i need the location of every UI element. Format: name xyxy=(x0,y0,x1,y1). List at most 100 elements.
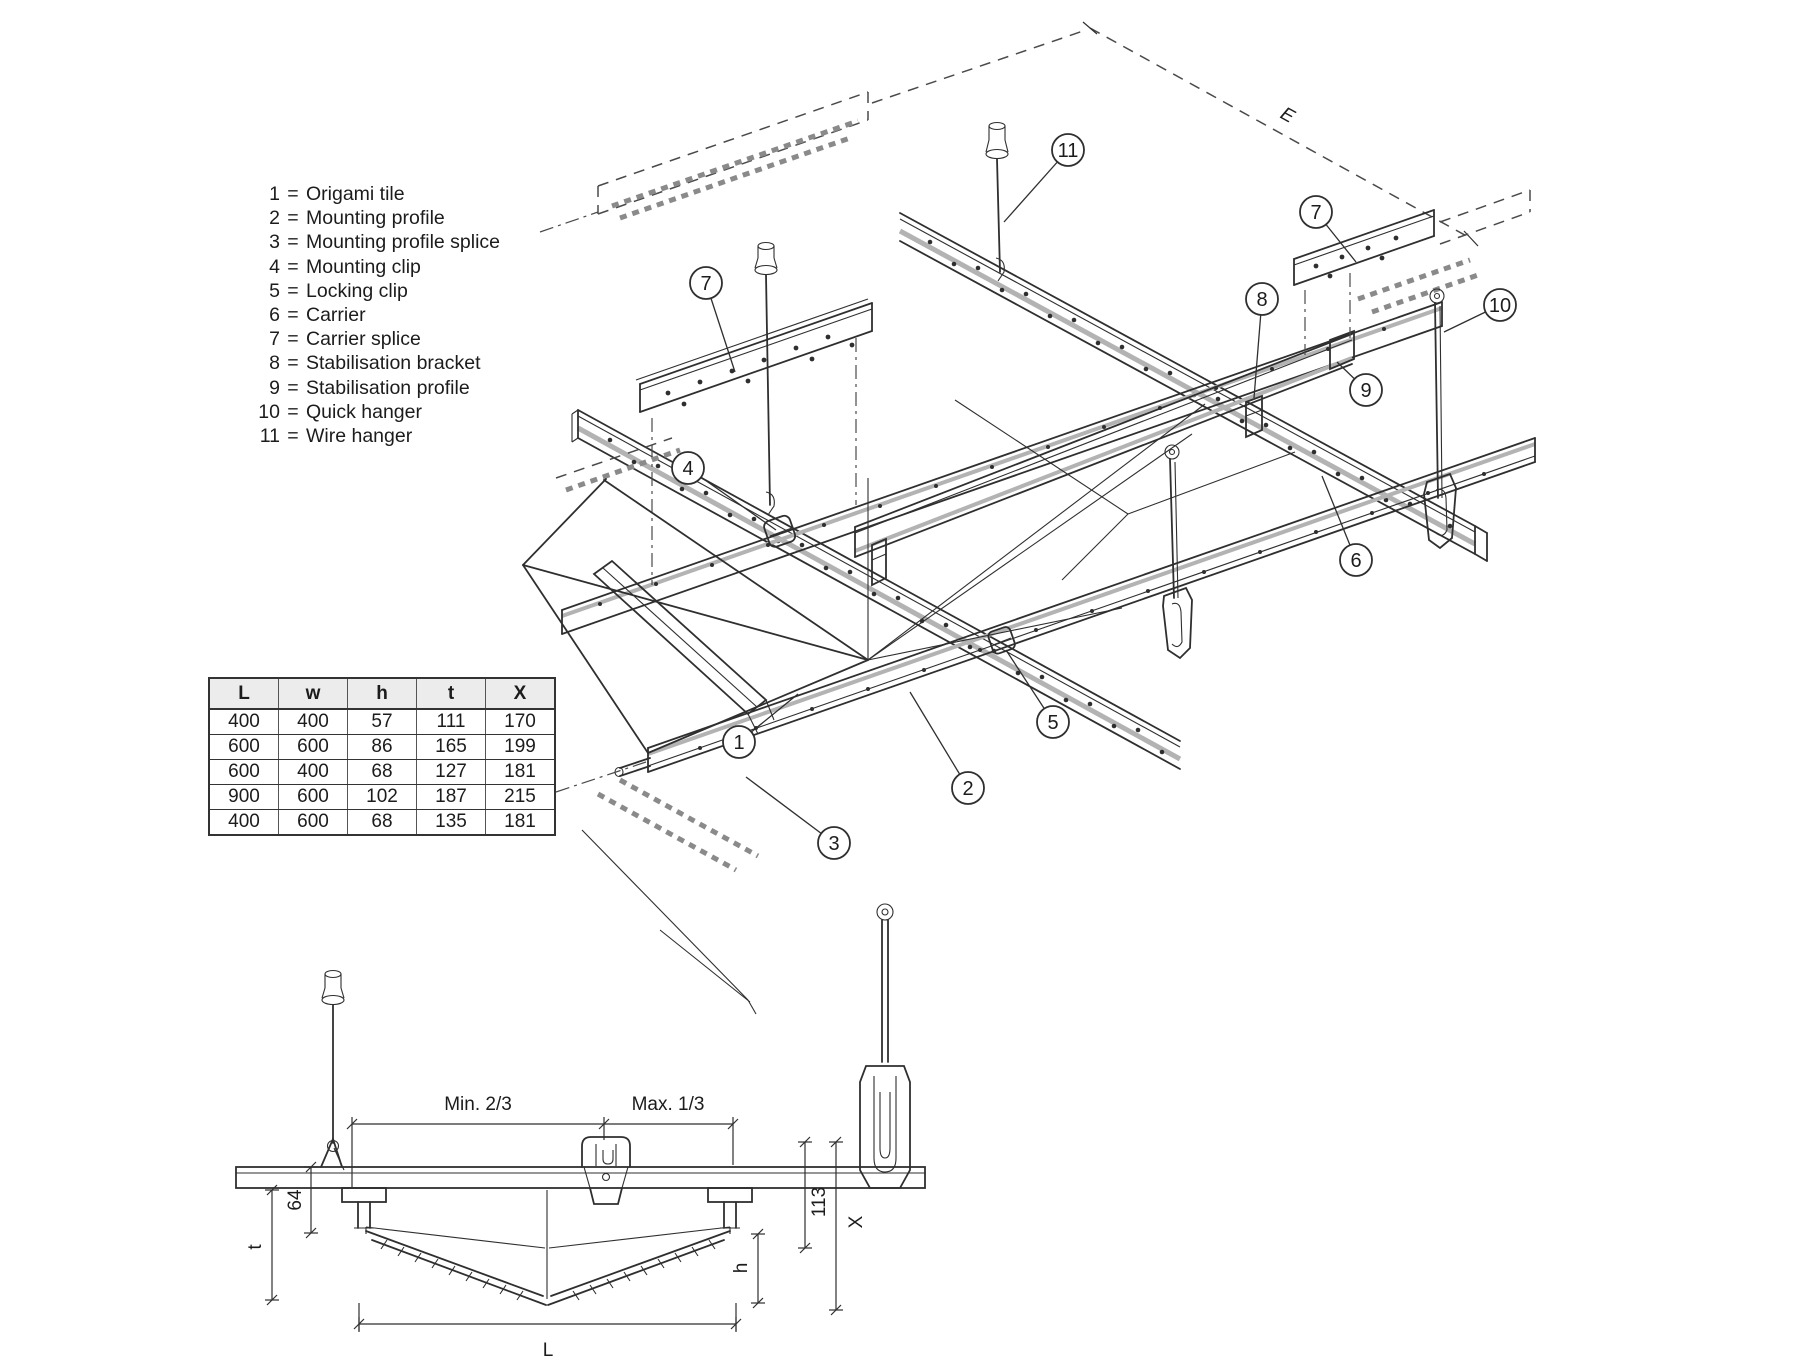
stabilisation-profile xyxy=(854,329,1355,558)
legend-item-number: 6 xyxy=(269,304,280,327)
callout-circle xyxy=(817,826,851,860)
mounting-profile-front-holes xyxy=(698,472,1486,750)
legend-item-number: 2 xyxy=(269,207,280,230)
callout-circle xyxy=(1299,195,1333,229)
callout-number: 6 xyxy=(1350,550,1361,572)
dim-t-label: t xyxy=(245,1244,266,1250)
legend-equals: = xyxy=(287,304,299,327)
dim-max-label: Max. 1/3 xyxy=(632,1094,705,1115)
spec-table-cell: 400 xyxy=(208,809,279,836)
section-tile-brackets xyxy=(341,1187,753,1229)
carrier-front-holes xyxy=(607,437,1165,755)
callout-number: 5 xyxy=(1047,712,1058,734)
section-quick-hanger xyxy=(859,903,911,1189)
spec-table-header-X: X xyxy=(485,677,556,710)
legend-equals: = xyxy=(287,207,299,230)
callout-7: 7 xyxy=(1299,195,1357,263)
mounting-clip xyxy=(763,514,797,548)
spec-table-cell: 127 xyxy=(416,759,486,785)
mounting-profile-front xyxy=(614,437,1536,778)
stabilisation-bracket xyxy=(871,394,1263,587)
spec-table-cell: 215 xyxy=(485,784,556,810)
legend-item-7: 7=Carrier splice xyxy=(252,327,500,351)
spacing-reference-lines: E xyxy=(871,21,1479,247)
legend-item-number: 5 xyxy=(269,279,280,302)
dim-l-label: L xyxy=(543,1340,554,1361)
spec-table-header-L: L xyxy=(208,677,279,710)
spec-table-cell: 165 xyxy=(416,734,486,760)
callout-circle xyxy=(1349,373,1383,407)
carrier-splice-right xyxy=(1293,189,1531,355)
callout-circle xyxy=(671,451,705,485)
dim-113-label: 113 xyxy=(809,1187,830,1217)
legend-equals: = xyxy=(287,352,299,375)
legend-item-label: Origami tile xyxy=(306,183,405,205)
legend-item-number: 10 xyxy=(258,400,280,423)
spec-table-cell: 181 xyxy=(485,809,556,836)
callout-leader xyxy=(687,467,777,531)
spec-table-cell: 600 xyxy=(278,784,348,810)
legend-item-number: 1 xyxy=(269,183,280,205)
spec-table-cell: 68 xyxy=(347,809,417,836)
spec-table-cell: 400 xyxy=(208,708,279,735)
legend-equals: = xyxy=(287,279,299,302)
callout-2: 2 xyxy=(909,691,985,805)
legend-item-number: 9 xyxy=(269,376,280,399)
callout-circle xyxy=(1036,705,1070,739)
legend-item-4: 4=Mounting clip xyxy=(252,255,500,279)
quick-hanger-right xyxy=(1423,288,1457,550)
callout-circle xyxy=(722,725,756,759)
section-wire-hanger xyxy=(320,969,345,1171)
spec-table-cell: 86 xyxy=(347,734,417,760)
legend-equals: = xyxy=(287,425,299,448)
legend-item-label: Carrier splice xyxy=(306,328,421,351)
callout-11: 11 xyxy=(1003,133,1085,223)
callout-3: 3 xyxy=(745,776,851,860)
callout-number: 2 xyxy=(962,778,973,800)
callout-5: 5 xyxy=(1005,649,1070,739)
legend-item-8: 8 = Stabilisation bracket xyxy=(252,351,500,375)
dim-min-label: Min. 2/3 xyxy=(444,1094,512,1115)
legend-equals: = xyxy=(287,328,299,351)
spec-table-cell: 57 xyxy=(347,708,417,735)
spec-table-cell: 600 xyxy=(278,734,348,760)
callout-circle xyxy=(1245,282,1279,316)
spec-table-header-h: h xyxy=(347,677,417,710)
callout-number: 9 xyxy=(1360,380,1371,402)
dim-64-label: 64 xyxy=(285,1189,306,1211)
legend-equals: = xyxy=(287,231,299,254)
callout-number: 11 xyxy=(1058,140,1079,162)
section-tile xyxy=(365,1190,731,1306)
spec-table-cell: 600 xyxy=(278,809,348,836)
callout-leader xyxy=(909,691,969,789)
spec-table-cell: 68 xyxy=(347,759,417,785)
spacing-label-e: E xyxy=(1277,103,1299,128)
carrier-front xyxy=(571,409,1182,770)
legend-item-number: 8 xyxy=(269,352,280,375)
section-dimensions: Min. 2/3 Max. 1/3 64 t xyxy=(245,1094,867,1361)
legend-item-10: 10=Quick hanger xyxy=(252,400,500,424)
carrier-splice-left xyxy=(555,298,873,585)
callout-number: 8 xyxy=(1256,289,1267,311)
legend-item-number: 11 xyxy=(259,425,280,448)
legend-item-5: 5=Locking clip xyxy=(252,279,500,303)
legend-item-number: 3 xyxy=(269,231,280,254)
wire-hanger-left xyxy=(754,241,778,516)
legend-item-1: 1=Origami tile xyxy=(252,182,500,206)
callout-9: 9 xyxy=(1336,361,1383,407)
callout-6: 6 xyxy=(1321,475,1373,577)
legend-item-label: Stabilisation bracket xyxy=(306,352,481,375)
spec-table-cell: 400 xyxy=(278,759,348,785)
legend-item-label: Stabilisation profile xyxy=(306,376,470,399)
spec-table-header-t: t xyxy=(416,677,486,710)
legend-item-11: 11=Wire hanger xyxy=(252,424,500,448)
legend-item-number: 4 xyxy=(269,255,280,278)
legend-item-6: 6=Carrier xyxy=(252,303,500,327)
